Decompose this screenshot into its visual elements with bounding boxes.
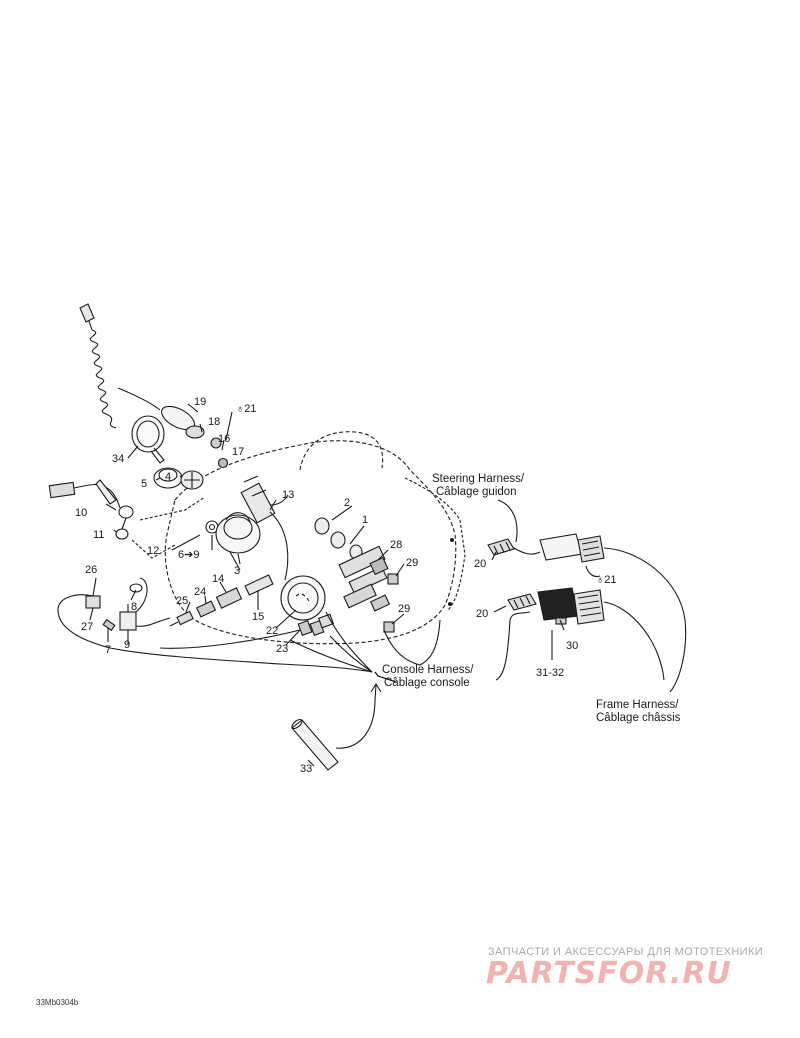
callout-28: 28: [390, 539, 403, 551]
console-harness-line-2: Câblage console: [384, 677, 470, 690]
callout-1: 1: [362, 514, 369, 526]
switch-13: [240, 475, 289, 524]
frame-harness-line-2: Câblage châssis: [596, 712, 681, 725]
callout-21-right: ♁21: [596, 574, 617, 586]
main-switch-3: [215, 512, 261, 571]
callout-27: 27: [81, 621, 94, 633]
callout-26: 26: [85, 564, 98, 576]
frame-harness-label: Frame Harness/ Câblage châssis: [596, 699, 680, 725]
callout-15: 15: [252, 611, 265, 623]
socket-28: [369, 556, 389, 576]
callout-2: 2: [344, 497, 351, 509]
socket-upper-right: [317, 613, 335, 629]
tether-cord: [87, 317, 161, 429]
callout-12: 12: [147, 545, 160, 557]
tether-clip: [79, 303, 95, 323]
callout-16: 16: [218, 433, 231, 445]
fuse-7: [102, 618, 116, 632]
connector-24: [195, 600, 217, 618]
plug-30: [537, 587, 605, 625]
connector-25: [169, 610, 194, 627]
callout-20-lower: 20: [476, 608, 489, 620]
callout-13: 13: [282, 489, 295, 501]
callout-31-32: 31-32: [536, 667, 565, 679]
figure-code: 33Mb0304b: [36, 998, 79, 1007]
callout-21-top: ♁21: [236, 403, 257, 415]
connector-15: [244, 574, 274, 596]
steering-harness-label: Steering Harness/ Câblage guidon: [432, 473, 524, 499]
gauge-22: [280, 575, 326, 621]
watermark-logo: PARTSFOR.RU: [486, 956, 732, 991]
windshield-outline: [299, 431, 384, 471]
steering-harness-line-1: Steering Harness/: [432, 473, 525, 485]
console-housing-outline: [164, 440, 457, 645]
plug-steering: [539, 533, 605, 563]
callout-22: 22: [266, 625, 279, 637]
watermark-tagline: ЗАПЧАСТИ И АКСЕССУАРЫ ДЛЯ МОТОТЕХНИКИ: [488, 946, 764, 958]
clip-8: [129, 583, 143, 593]
callout-25: 25: [176, 595, 189, 607]
callout-10: 10: [75, 507, 88, 519]
callout-34: 34: [112, 453, 125, 465]
callout-4: 4: [165, 471, 172, 483]
connector-14: [215, 587, 243, 609]
callout-30: 30: [566, 640, 579, 652]
callout-33: 33: [300, 763, 313, 775]
lens-4: [180, 470, 204, 490]
callout-8: 8: [131, 601, 138, 613]
callout-24: 24: [194, 586, 207, 598]
callout-19: 19: [194, 396, 207, 408]
callout-17: 17: [232, 446, 245, 458]
callout-3: 3: [234, 565, 241, 577]
clip-11: [115, 505, 134, 540]
callout-7: 7: [105, 644, 112, 656]
callout-5: 5: [141, 478, 148, 490]
callout-14: 14: [212, 573, 225, 585]
connector-20-upper: [487, 538, 515, 556]
bulbs-2: [314, 517, 363, 560]
console-harness-label: Console Harness/ Câblage console: [382, 664, 473, 690]
callout-6-to-9: 6➔9: [178, 549, 200, 561]
callout-29-upper: 29: [406, 557, 419, 569]
socket-29-lower: [383, 621, 395, 633]
connector-20-lower: [507, 593, 537, 611]
callout-23: 23: [276, 643, 289, 655]
connector-cable-10: [48, 479, 121, 509]
callout-20-upper: 20: [474, 558, 487, 570]
callout-11: 11: [93, 529, 105, 541]
gauge-34: [131, 415, 165, 464]
indicator-block-1: [338, 545, 391, 612]
socket-29-upper: [387, 573, 399, 585]
console-harness-line-1: Console Harness/: [382, 664, 474, 676]
relay-26: [85, 595, 101, 609]
callout-18: 18: [208, 416, 221, 428]
steering-harness-line-2: Câblage guidon: [436, 486, 517, 499]
callout-9: 9: [124, 639, 131, 651]
frame-harness-line-1: Frame Harness/: [596, 699, 679, 711]
side-panel-outline: [404, 477, 466, 611]
tube-33: [291, 718, 339, 771]
callout-29-lower: 29: [398, 603, 411, 615]
